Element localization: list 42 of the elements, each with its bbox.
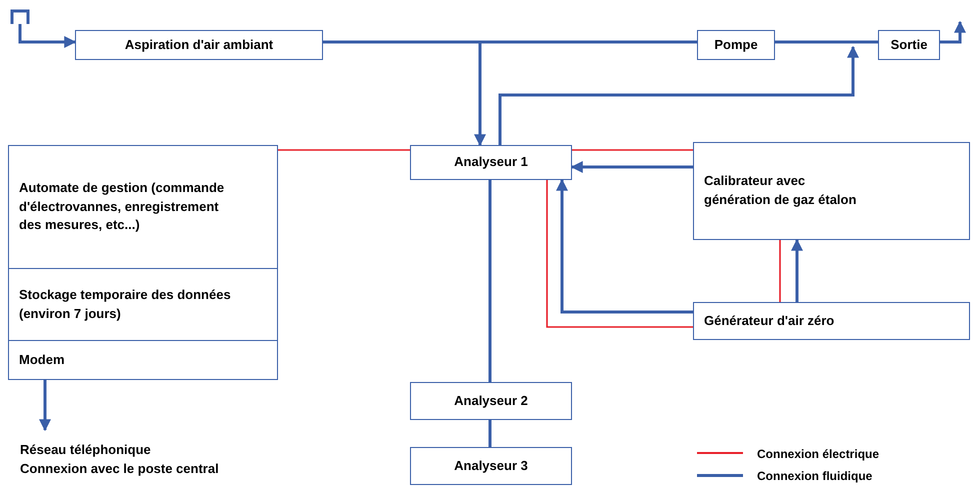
arrow <box>323 40 486 146</box>
box-label: Aspiration d'air ambiant <box>124 36 274 54</box>
process-box <box>75 30 323 60</box>
connector-line <box>488 180 492 382</box>
box-label: Sortie <box>890 36 928 54</box>
process-box <box>8 145 278 269</box>
arrow <box>18 24 76 48</box>
box-label: Analyseur 3 <box>454 456 528 475</box>
process-box <box>878 30 940 60</box>
connector-line <box>278 149 410 151</box>
process-box <box>693 302 970 340</box>
arrow <box>940 20 966 44</box>
legend-label: Connexion électrique <box>757 447 880 461</box>
connector-line <box>775 40 878 44</box>
note-text: Connexion avec le poste central <box>20 460 220 478</box>
box-label: Analyseur 1 <box>454 153 528 172</box>
arrow <box>570 161 693 173</box>
process-box <box>697 30 775 60</box>
connector-line <box>488 420 492 447</box>
box-label: Pompe <box>714 36 758 54</box>
arrow <box>39 380 51 432</box>
box-label: Stockage temporaire des données (environ 7 jours) <box>19 286 232 323</box>
legend-label: Connexion fluidique <box>757 469 872 483</box>
analyzer-box <box>410 447 572 485</box>
process-box <box>693 142 970 240</box>
arrow <box>498 46 859 145</box>
analyzer-box <box>410 382 572 420</box>
box-label: Automate de gestion (commande d'électrovannes, enregistrement des mesures, etc...) <box>19 178 226 234</box>
connector-line <box>779 240 781 302</box>
process-box <box>8 340 278 380</box>
box-label: Calibrateur avec génération de gaz étalon <box>704 172 858 209</box>
arrow <box>556 178 693 314</box>
analyzer-box <box>410 145 572 180</box>
note-text: Réseau téléphonique <box>20 441 152 460</box>
box-label: Générateur d'air zéro <box>704 312 836 330</box>
connector-line <box>572 149 693 151</box>
box-label: Modem <box>19 350 66 369</box>
box-label: Analyseur 2 <box>454 392 528 410</box>
arrow <box>791 238 803 302</box>
process-box <box>8 268 278 341</box>
air-inlet-drawing <box>10 9 30 24</box>
connector-line <box>546 180 693 328</box>
